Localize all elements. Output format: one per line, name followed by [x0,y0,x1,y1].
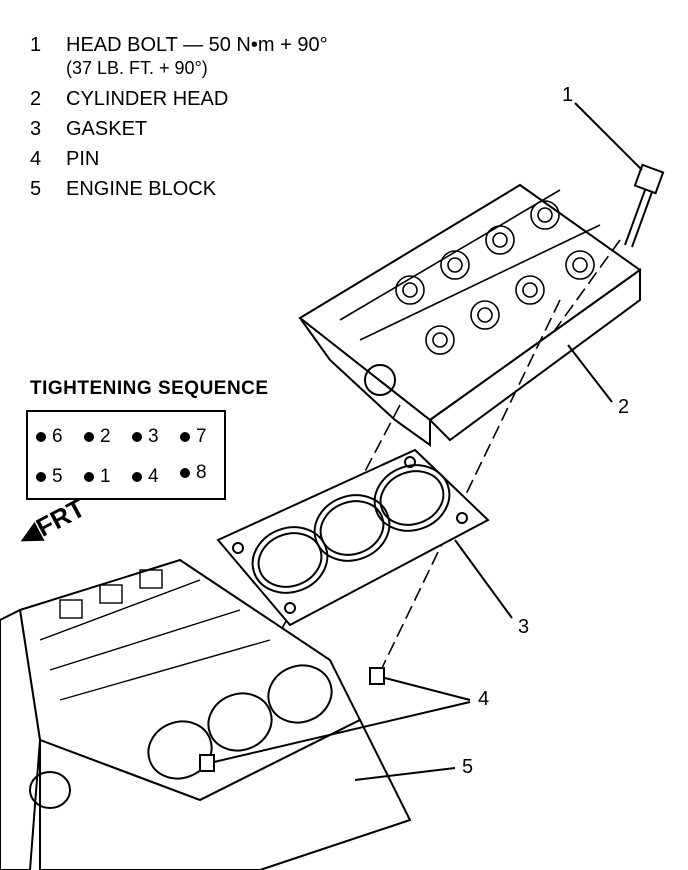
bolt-dot-icon [132,472,142,482]
bolt-dot-icon [84,432,94,442]
bolt-order: 5 [52,466,63,487]
bolt-position: 7 [180,426,207,448]
bolt-position: 4 [132,466,159,488]
legend-label: HEAD BOLT — 50 N•m + 90° [66,34,328,56]
legend-item-1: 1 HEAD BOLT — 50 N•m + 90° [30,30,328,60]
legend-number: 3 [30,118,42,140]
callout-number: 3 [518,616,530,638]
bolt-dot-icon [36,432,46,442]
legend-sublabel: (37 LB. FT. + 90°) [66,58,208,78]
bolt-order: 7 [196,426,207,447]
head-bolt-icon [624,163,665,248]
bolt-order: 3 [148,426,159,447]
bolt-dot-icon [132,432,142,442]
bolt-order: 8 [196,462,207,483]
leader-line [567,344,613,403]
bolt-position: 5 [36,466,63,488]
legend-number: 2 [30,88,42,110]
callout-number: 4 [478,688,490,710]
legend-item-3: 3 GASKET [30,114,328,144]
tightening-sequence-title: TIGHTENING SEQUENCE [30,378,269,399]
tightening-sequence-box: 6 2 3 7 5 1 4 8 [26,410,226,500]
leader-line [354,767,456,781]
bolt-dot-icon [180,432,190,442]
pin-icon [199,667,385,772]
leader-line [574,102,643,171]
callout-number: 2 [618,396,630,418]
cylinder-head-icon [298,183,642,447]
leader-line [384,677,471,701]
legend-number: 5 [30,178,42,200]
legend-number: 1 [30,34,42,56]
legend-item-4: 4 PIN [30,144,328,174]
bolt-order: 6 [52,426,63,447]
parts-legend: 1 HEAD BOLT — 50 N•m + 90° (37 LB. FT. +… [30,30,328,204]
bolt-dot-icon [84,472,94,482]
legend-label: ENGINE BLOCK [66,178,217,200]
bolt-position: 3 [132,426,159,448]
legend-item-5: 5 ENGINE BLOCK [30,174,328,204]
bolt-order: 2 [100,426,111,447]
engine-block-icon [0,558,412,870]
callout-number: 1 [562,84,574,106]
bolt-position: 1 [84,466,111,488]
legend-label: CYLINDER HEAD [66,88,229,110]
legend-label: PIN [66,148,100,170]
leader-line [213,701,471,763]
leader-line [454,539,513,619]
bolt-position: 8 [180,462,207,484]
bolt-dot-icon [180,468,190,478]
bolt-position: 2 [84,426,111,448]
callout-number: 5 [462,756,474,778]
legend-number: 4 [30,148,42,170]
bolt-order: 1 [100,466,111,487]
gasket-icon [216,448,490,627]
legend-label: GASKET [66,118,148,140]
bolt-position: 6 [36,426,63,448]
bolt-dot-icon [36,472,46,482]
legend-item-2: 2 CYLINDER HEAD [30,84,328,114]
bolt-order: 4 [148,466,159,487]
